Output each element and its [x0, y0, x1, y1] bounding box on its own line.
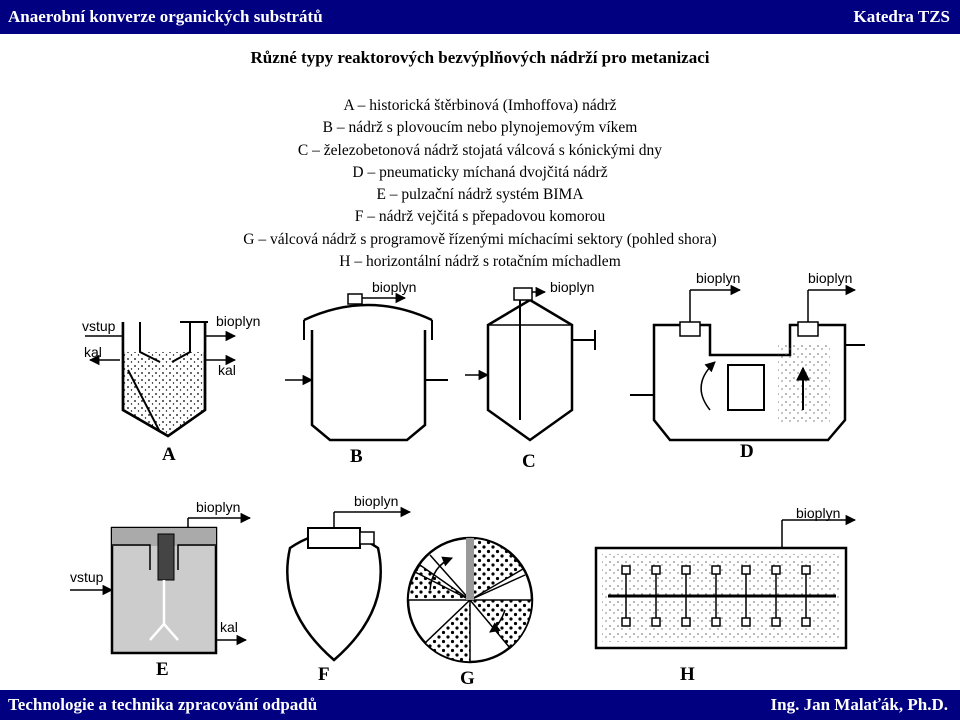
legend-item-g: G – válcová nádrž s programově řízenými …	[243, 230, 717, 248]
legend-item-a: A – historická štěrbinová (Imhoffova) ná…	[343, 97, 617, 114]
legend-item-c: C – železobetonová nádrž stojatá válcová…	[297, 141, 663, 159]
reactor-d: bioplyn bioplyn D	[630, 270, 865, 462]
a-sludge-label-left: kal	[84, 344, 102, 360]
legend-list: A – historická štěrbinová (Imhoffova) ná…	[0, 95, 960, 273]
reactor-c: bioplyn C	[465, 279, 596, 472]
page-title: Různé typy reaktorových bezvýplňových ná…	[250, 48, 710, 67]
header-course-title: Anaerobní konverze organických substrátů	[8, 7, 323, 26]
legend-item-f: F – nádrž vejčitá s přepadovou komorou	[354, 208, 606, 226]
reactor-f: bioplyn F	[286, 493, 412, 685]
d-letter: D	[740, 441, 754, 462]
header-bar: Anaerobní konverze organických substrátů…	[0, 0, 960, 34]
d-biogas-label-right: bioplyn	[808, 270, 852, 286]
legend-item-d: D – pneumaticky míchaná dvojčitá nádrž	[352, 163, 608, 181]
reactor-b: bioplyn B	[285, 279, 448, 467]
a-letter: A	[162, 444, 176, 465]
h-letter: H	[680, 664, 695, 685]
f-letter: F	[318, 664, 330, 685]
legend-item-h: H – horizontální nádrž s rotačním míchad…	[339, 253, 621, 271]
legend-item-b: B – nádrž s plovoucím nebo plynojemovým …	[322, 119, 638, 137]
b-biogas-label: bioplyn	[372, 279, 416, 295]
reactor-e: bioplyn vstup kal E	[70, 499, 252, 680]
legend-item-e: E – pulzační nádrž systém BIMA	[376, 186, 584, 204]
b-letter: B	[350, 446, 363, 467]
e-biogas-label: bioplyn	[196, 499, 240, 515]
c-biogas-label: bioplyn	[550, 279, 594, 295]
e-letter: E	[156, 659, 169, 680]
e-inlet-label: vstup	[70, 569, 104, 585]
a-biogas-label: bioplyn	[216, 313, 260, 329]
c-letter: C	[522, 451, 536, 472]
header-department: Katedra TZS	[853, 7, 950, 26]
a-sludge-label-right: kal	[218, 362, 236, 378]
a-inlet-label: vstup	[82, 318, 116, 334]
f-biogas-label: bioplyn	[354, 493, 398, 509]
footer-bar: Technologie a technika zpracování odpadů…	[0, 690, 960, 720]
reactor-a: vstup kal bioplyn kal A	[82, 313, 260, 465]
g-letter: G	[460, 668, 475, 689]
footer-author: Ing. Jan Malaťák, Ph.D.	[770, 695, 948, 714]
footer-course-name: Technologie a technika zpracování odpadů	[8, 695, 318, 714]
reactor-h: bioplyn H	[594, 505, 857, 685]
reactor-g: G	[406, 536, 534, 689]
h-biogas-label: bioplyn	[796, 505, 840, 521]
e-sludge-label: kal	[220, 619, 238, 635]
d-biogas-label-left: bioplyn	[696, 270, 740, 286]
